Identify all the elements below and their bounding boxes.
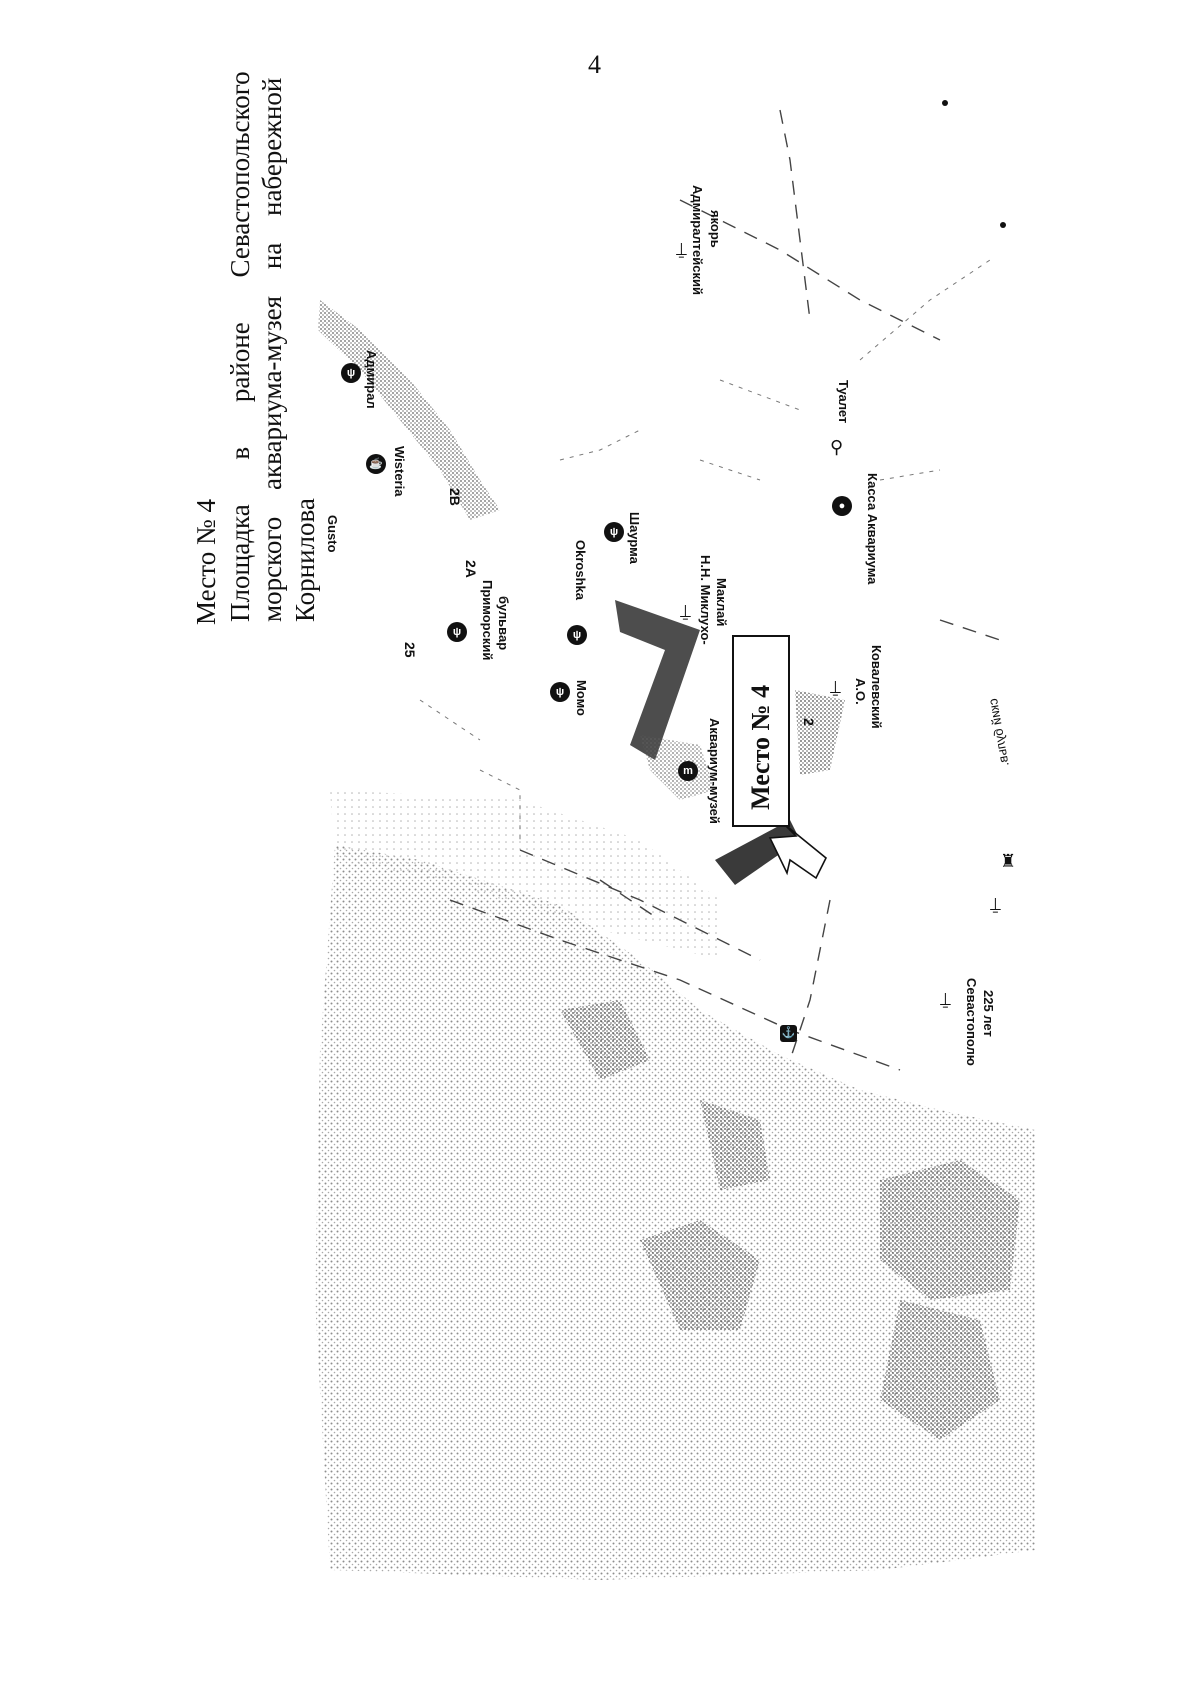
label-okroshka: Okroshka — [573, 540, 588, 600]
sea-upper-band — [330, 790, 720, 960]
label-wisteria: Wisteria — [392, 446, 407, 497]
monument-icon: ⍊ — [676, 239, 687, 259]
ticket-office-icon: ● — [832, 496, 852, 516]
label-admiralty-anchor-1: Адмиралтейский — [690, 185, 705, 295]
aquarium-wing — [715, 820, 800, 885]
label-primorsky-1: Приморский — [480, 580, 495, 661]
monument-icon: ⍊ — [940, 989, 951, 1009]
label-aquarium-museum: Аквариум-музей — [707, 718, 722, 824]
label-admiral: Адмирал — [364, 350, 379, 409]
label-house-25: 25 — [402, 642, 418, 658]
label-sevastopol-2: 225 лет — [981, 990, 996, 1037]
label-toilet: Туалет — [836, 380, 851, 424]
sea-dark-patches — [560, 1000, 1020, 1440]
restaurant-icon: ψ — [447, 622, 467, 642]
label-kovalevsky-1: А.О. — [853, 678, 868, 705]
label-miklukho-1: Н.Н. Миклухо- — [698, 555, 713, 645]
toilet-icon: ⚲ — [830, 437, 844, 457]
label-primorsky-2: бульвар — [496, 596, 511, 651]
label-admiralty-anchor-2: якорь — [708, 210, 723, 248]
kovalevsky-block — [795, 690, 845, 775]
pier-icon: ⚓ — [780, 1025, 797, 1042]
monument-icon: ♜ — [1000, 851, 1017, 871]
label-shaurma: Шаурма — [627, 512, 642, 564]
label-house-2a: 2А — [463, 560, 479, 578]
thin-lines — [419, 259, 991, 840]
restaurant-icon: ψ — [341, 363, 361, 383]
heading-line3: морского аквариума-музея на набережной — [257, 77, 287, 622]
sea-area — [315, 845, 1035, 1580]
label-gusto: Gusto — [325, 515, 340, 553]
monument-icon: ⍊ — [990, 894, 1001, 914]
label-sevastopol-1: Севастополю — [964, 978, 979, 1066]
restaurant-icon: ψ — [604, 522, 624, 542]
heading-line4: Корнилова — [290, 498, 320, 622]
site-arrow — [768, 822, 828, 880]
aquarium-museum-block — [640, 735, 715, 800]
restaurant-icon: ψ — [567, 625, 587, 645]
street-lines — [449, 109, 1001, 1071]
cafe-icon: ☕ — [366, 454, 386, 474]
heading-line2: Площадка в районе Севастопольского — [225, 71, 255, 622]
monument-icon: ⍊ — [830, 677, 841, 697]
label-house-2: 2 — [801, 718, 817, 726]
label-house-2b: 2B — [447, 488, 463, 506]
restaurant-icon: ψ — [550, 682, 570, 702]
museum-icon: m — [678, 761, 698, 781]
aquarium-building — [615, 600, 700, 760]
embankment-strip — [318, 300, 500, 520]
heading-line1: Место № 4 — [191, 499, 221, 625]
label-aquarium-ticket: Касса Аквариума — [865, 473, 880, 585]
page-number: 4 — [588, 50, 601, 79]
site-label: Место № 4 — [746, 684, 775, 810]
label-miklukho-2: Маклай — [714, 578, 729, 627]
label-kovalevsky-2: Ковалевский — [869, 645, 884, 729]
label-momo: Момо — [574, 680, 589, 716]
site-box — [732, 635, 790, 827]
monument-icon: ⍊ — [680, 601, 691, 621]
